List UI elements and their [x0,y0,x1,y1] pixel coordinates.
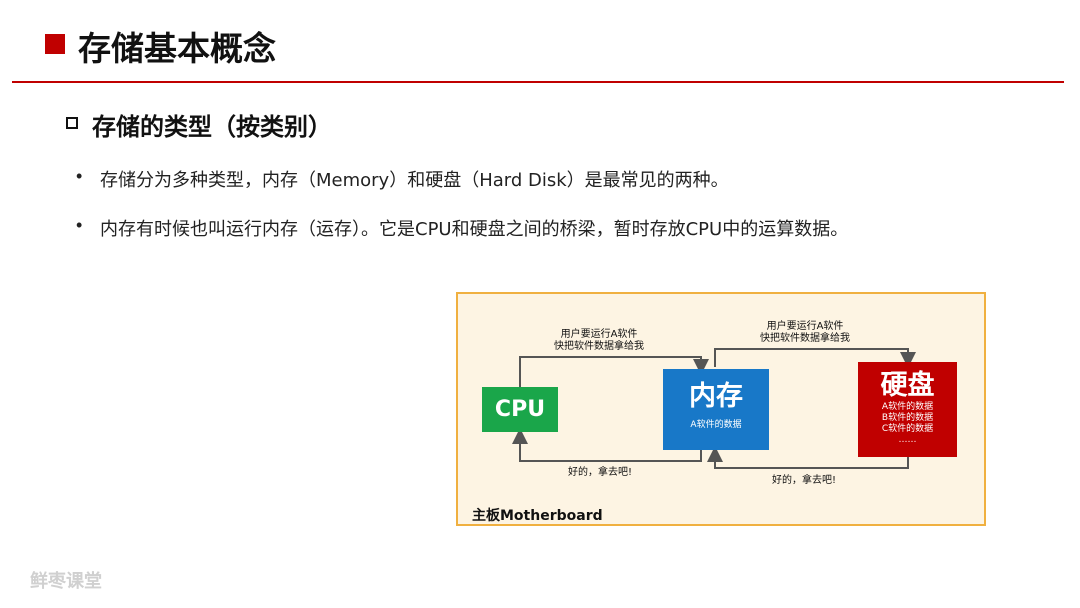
disk-reply-label: 好的，拿去吧! [772,475,837,486]
section-title: 存储的类型（按类别） [92,113,332,141]
memory-request-label: 用户要运行A软件 快把软件数据拿给我 [760,321,850,344]
bullet-text-1: 存储分为多种类型，内存（Memory）和硬盘（Hard Disk）是最常见的两种… [100,170,729,191]
bullet-text-2: 内存有时候也叫运行内存（运存）。它是CPU和硬盘之间的桥梁，暂时存放CPU中的运… [100,219,849,240]
watermark-logo: 鲜枣课堂 [30,571,102,592]
disk-content-line: C软件的数据 [881,424,934,434]
diagram-arrows [512,348,916,469]
arrow-memory-to-disk [714,348,916,368]
disk-content-line: …… [898,435,917,445]
cpu-request-label: 用户要运行A软件 快把软件数据拿给我 [554,329,644,352]
page-title: 存储基本概念 [78,29,276,68]
disk-content-line: A软件的数据 [881,402,934,412]
bullet-marker: • [76,166,83,186]
motherboard-diagram: CPU 内存 A软件的数据 硬盘 A软件的数据 B软件的数据 C软件的数据 ……… [456,292,986,526]
arrow-disk-to-memory [707,446,909,469]
cpu-box: CPU [482,387,558,432]
disk-label: 硬盘 [880,370,935,401]
motherboard-label: 主板Motherboard [472,508,603,524]
bullet-marker: • [76,215,83,235]
memory-label: 内存 [689,381,743,412]
cpu-label: CPU [494,397,546,422]
title-divider [12,81,1064,83]
memory-box: 内存 A软件的数据 [663,369,769,450]
disk-box: 硬盘 A软件的数据 B软件的数据 C软件的数据 …… [858,362,957,457]
title-marker [45,34,65,54]
disk-content-line: B软件的数据 [881,413,934,423]
arrow-memory-to-cpu [512,428,702,462]
memory-reply-label: 好的，拿去吧! [568,467,633,478]
section-square-icon [66,117,78,129]
arrow-cpu-to-memory [519,356,709,387]
memory-content: A软件的数据 [690,420,742,430]
